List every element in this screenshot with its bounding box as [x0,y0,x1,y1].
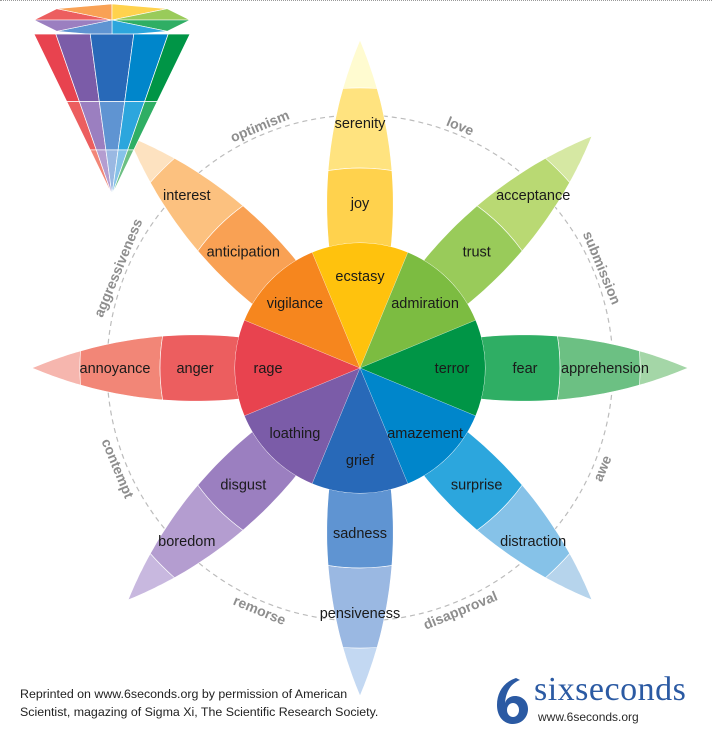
top-border [0,0,712,1]
petal-tip-anger [31,350,81,386]
emotion-labels: serenity joy ecstasy acceptance trust admirat… [80,116,649,622]
cone-top [33,3,191,37]
label-terror: terror [435,361,470,377]
sector-lines [244,252,476,484]
dyad-aggressiveness: aggressiveness [90,216,145,319]
intense-sector-anticipation [244,252,360,368]
dyad-optimism: optimism [228,107,292,146]
credit-line-1: Reprinted on www.6seconds.org by permiss… [20,687,348,701]
petal-disgust [127,368,360,601]
label-apprehension: apprehension [561,361,649,377]
petal-fear [360,320,689,416]
petal-surprise [360,368,593,601]
petal-anticipation [127,135,360,368]
dyad-love: love [444,113,476,139]
label-pensiveness: pensiveness [320,606,401,622]
label-distraction: distraction [500,534,566,550]
label-serenity: serenity [335,116,387,132]
petals: serenity joy ecstasy acceptance trust admirat… [31,39,689,697]
petal-joy [312,39,408,368]
dyad-remorse: remorse [231,592,288,628]
sixseconds-logo: sixseconds www.6seconds.org [494,671,704,726]
logo-url: www.6seconds.org [538,710,639,724]
dyad-awe: awe [590,453,615,484]
label-anticipation: anticipation [207,244,280,260]
petal-anger [31,320,360,416]
label-acceptance: acceptance [496,188,570,204]
petal-sadness [312,368,408,697]
intense-sector-trust [360,252,476,368]
label-annoyance: annoyance [80,361,151,377]
label-fear: fear [513,361,538,377]
dyad-contempt: contempt [98,436,137,501]
intense-sector-joy [312,242,408,368]
label-vigilance: vigilance [267,296,323,312]
label-rage: rage [253,361,282,377]
dyad-disapproval: disapproval [421,588,500,633]
label-trust: trust [463,244,491,260]
petal-trust [360,135,593,368]
label-grief: grief [346,453,375,469]
label-sadness: sadness [333,526,387,542]
emotion-cone [33,3,191,196]
intense-sector-surprise [360,368,476,484]
label-admiration: admiration [391,296,459,312]
label-boredom: boredom [158,534,215,550]
credit-line-2: Scientist, magazing of Sigma Xi, The Sci… [20,705,379,719]
intense-sector-fear [360,320,486,416]
label-joy: joy [350,196,370,212]
label-loathing: loathing [270,426,321,442]
cone-body [33,33,191,196]
label-ecstasy: ecstasy [335,269,385,285]
label-disgust: disgust [220,478,266,494]
label-surprise: surprise [451,478,503,494]
credit-text: Reprinted on www.6seconds.org by permiss… [20,685,460,721]
label-interest: interest [163,188,211,204]
logo-name: sixseconds [534,671,687,708]
intense-sector-anger [234,320,360,416]
petal-tip-joy [342,39,378,89]
intense-sector-disgust [244,368,360,484]
intense-sector-sadness [312,368,408,494]
sixseconds-logo-icon [497,678,528,724]
label-amazement: amazement [387,426,463,442]
label-anger: anger [176,361,213,377]
